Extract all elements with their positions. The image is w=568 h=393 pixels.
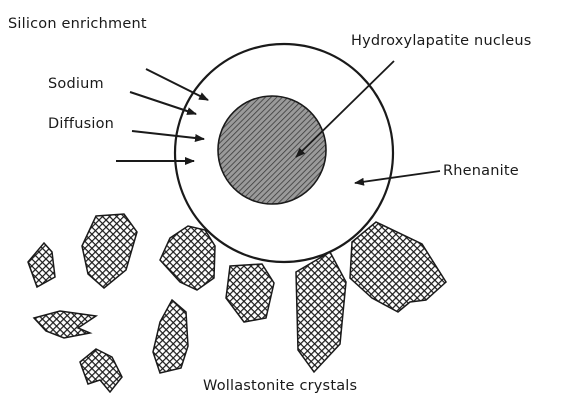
wollastonite-crystal <box>28 243 55 287</box>
wollastonite-crystal <box>296 252 346 372</box>
label-rhenanite: Rhenanite <box>443 163 519 179</box>
label-hydroxylapatite-nucleus: Hydroxylapatite nucleus <box>351 33 532 49</box>
wollastonite-crystal <box>350 222 446 312</box>
wollastonite-crystal <box>80 349 122 392</box>
label-wollastonite-crystals: Wollastonite crystals <box>203 378 357 393</box>
wollastonite-crystal <box>34 311 96 338</box>
wollastonite-crystal <box>82 214 137 288</box>
wollastonite-crystal <box>226 264 274 322</box>
hydroxylapatite-nucleus <box>218 96 326 204</box>
label-diffusion: Diffusion <box>48 116 114 132</box>
wollastonite-crystal <box>160 226 215 290</box>
label-sodium: Sodium <box>48 76 104 92</box>
wollastonite-crystal <box>153 300 188 373</box>
label-silicon-enrichment: Silicon enrichment <box>8 16 147 32</box>
